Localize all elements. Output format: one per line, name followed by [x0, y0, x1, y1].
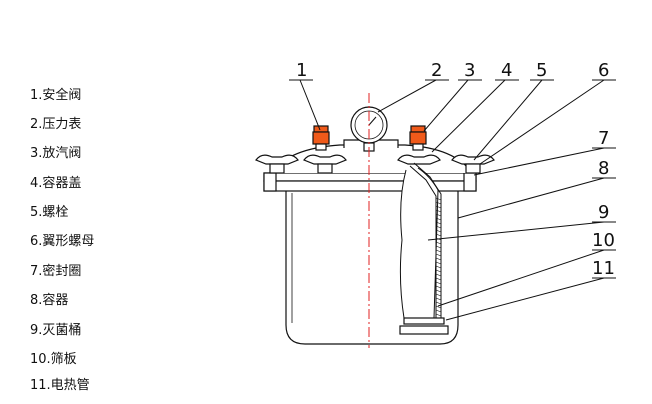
leader-7 [473, 147, 616, 176]
leader-3 [423, 79, 482, 132]
hose-coil-tick [435, 225, 442, 229]
leader-10 [437, 249, 616, 307]
wing-nut-mid-right [397, 154, 441, 165]
callout-2: 2 [431, 60, 442, 81]
leader-11 [445, 277, 616, 321]
leader-9 [427, 221, 616, 241]
leader-8 [457, 177, 616, 219]
callout-11: 11 [592, 258, 615, 279]
legend-item-wing-nut: 6.翼形螺母 [30, 234, 95, 249]
legend-item-seal-ring: 7.密封圈 [30, 264, 82, 279]
legend-item-sterilizing-drum: 9.灭菌桶 [30, 323, 82, 338]
heating-tube [399, 325, 449, 335]
flange-upper [263, 172, 477, 182]
sterilizing-drum [399, 167, 439, 319]
hose-coil-tick [435, 273, 442, 277]
hose-coil-tick [435, 293, 442, 297]
vent-valve [409, 125, 427, 151]
flange-left-block [263, 172, 277, 192]
legend-item-lid: 4.容器盖 [30, 176, 82, 191]
hose-coil-tick [435, 277, 442, 281]
wing-nut-mid-left [303, 154, 347, 174]
legend-item-container: 8.容器 [30, 293, 69, 308]
callout-7: 7 [598, 128, 609, 149]
flange-right-block [463, 172, 477, 192]
leader-6 [479, 79, 616, 165]
hose-coil-tick [435, 253, 442, 257]
hose-coil-tick [435, 209, 442, 213]
hose-coil-tick [435, 221, 442, 225]
hose-coil [435, 197, 442, 317]
sieve-plate [403, 317, 445, 325]
hose-coil-tick [435, 233, 442, 237]
hose-coil-tick [435, 229, 442, 233]
hose-coil-tick [435, 289, 442, 293]
legend-item-bolt: 5.螺栓 [30, 205, 69, 220]
legend-item-sieve-plate: 10.筛板 [30, 352, 77, 367]
hose-coil-tick [435, 213, 442, 217]
flange-lower [263, 180, 477, 192]
hose-coil-tick [435, 201, 442, 205]
callout-5: 5 [536, 60, 547, 81]
callout-8: 8 [598, 158, 609, 179]
callout-6: 6 [598, 60, 609, 81]
callout-1: 1 [296, 60, 307, 81]
wing-nut-left [255, 154, 299, 174]
hose-coil-tick [435, 257, 442, 261]
hose-coil-tick [435, 265, 442, 269]
hose-coil-tick [435, 245, 442, 249]
hose-coil-tick [435, 297, 442, 301]
hose-coil-tick [435, 249, 442, 253]
hose-coil-tick [435, 269, 442, 273]
hose-coil-tick [435, 301, 442, 305]
leader-1 [289, 79, 321, 131]
legend-item-safety-valve: 1.安全阀 [30, 88, 82, 103]
callout-9: 9 [598, 202, 609, 223]
hose-coil-tick [435, 241, 442, 245]
leader-4 [431, 79, 519, 153]
container-body [285, 190, 459, 345]
hose-coil-tick [435, 305, 442, 309]
hose-coil-tick [435, 313, 442, 317]
legend-item-heating-tube: 11.电热管 [30, 378, 90, 393]
hose-coil-tick [435, 261, 442, 265]
leader-2 [377, 79, 449, 113]
hose-coil-tick [435, 309, 442, 313]
leader-5 [473, 79, 554, 161]
legend-item-vent-valve: 3.放汽阀 [30, 146, 82, 161]
hose-coil-tick [435, 281, 442, 285]
hose-coil-tick [435, 197, 442, 201]
legend-item-pressure-gauge: 2.压力表 [30, 117, 82, 132]
hose-coil-tick [435, 217, 442, 221]
hose-coil-tick [435, 285, 442, 289]
callout-10: 10 [592, 230, 615, 251]
safety-valve [312, 125, 330, 151]
hose-coil-tick [435, 205, 442, 209]
callout-4: 4 [501, 60, 512, 81]
callout-numbers: 1 2 3 4 5 6 7 8 9 10 11 [296, 60, 615, 279]
callout-leaders [289, 79, 616, 321]
callout-3: 3 [464, 60, 475, 81]
